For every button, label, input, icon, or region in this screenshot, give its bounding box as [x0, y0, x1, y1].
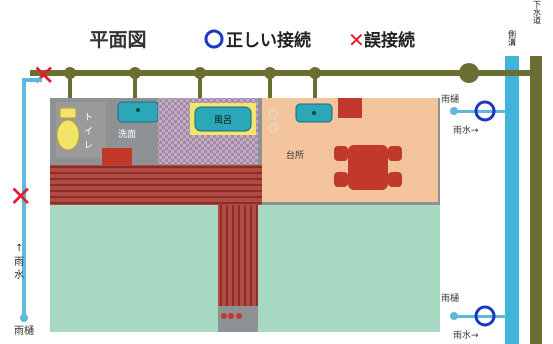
side-ditch [505, 56, 519, 344]
left-rainwater-char-2: 水 [14, 269, 24, 281]
garden-right [258, 205, 440, 332]
toilet-label-char-1: ト [84, 113, 93, 123]
sewer-pipe-horizontal [30, 70, 535, 76]
wrong-connection-left-x-icon: ✕ [9, 180, 32, 213]
deck-vertical [218, 205, 258, 308]
left-rain-pipe [22, 78, 26, 318]
stove-icon [268, 109, 278, 133]
right-bottom-rain-pipe [454, 315, 506, 318]
left-gutter-joint [20, 314, 28, 322]
left-rain-gutter-label: 雨樋 [14, 324, 34, 337]
sewer-drops [64, 67, 321, 99]
meter-box [218, 306, 258, 332]
legend-wrong-x-icon: ✕ [348, 28, 365, 52]
right-top-rainwater-label: 雨水→ [453, 124, 479, 136]
right-bottom-rainwater-label: 雨水→ [453, 329, 479, 341]
toilet-label-char-3: レ [84, 141, 93, 151]
bath-label: 風呂 [214, 115, 232, 126]
right-top-rain-pipe [454, 110, 506, 113]
wrong-connection-top-x-icon: ✕ [32, 59, 55, 92]
sewer-label: 下水道 [533, 0, 542, 25]
sewer-main [530, 56, 542, 344]
left-rainwater-char-1: 雨 [14, 257, 24, 268]
left-up-arrow: ↑ [15, 243, 23, 254]
bathtub-icon [194, 106, 252, 132]
right-top-correct-circle-icon [474, 100, 496, 122]
kitchen-label: 台所 [286, 149, 304, 161]
dining-table-icon [348, 145, 388, 190]
legend-correct-circle-icon [204, 29, 224, 49]
garden-left [50, 205, 218, 332]
legend-wrong-label: 誤接続 [364, 30, 415, 51]
washroom-label: 洗面 [118, 128, 136, 140]
toilet-icon [56, 119, 80, 151]
right-top-rain-gutter-label: 雨樋 [441, 93, 459, 105]
right-bottom-rain-gutter-label: 雨樋 [441, 292, 459, 304]
side-ditch-label: 側溝 [508, 29, 517, 47]
page-title: 平面図 [89, 29, 146, 51]
legend-correct-label: 正しい接続 [226, 30, 311, 51]
sewer-junction-large [459, 63, 479, 83]
toilet-label-char-2: イ [84, 127, 93, 137]
deck-horizontal [50, 165, 262, 205]
right-bottom-correct-circle-icon [474, 305, 496, 327]
